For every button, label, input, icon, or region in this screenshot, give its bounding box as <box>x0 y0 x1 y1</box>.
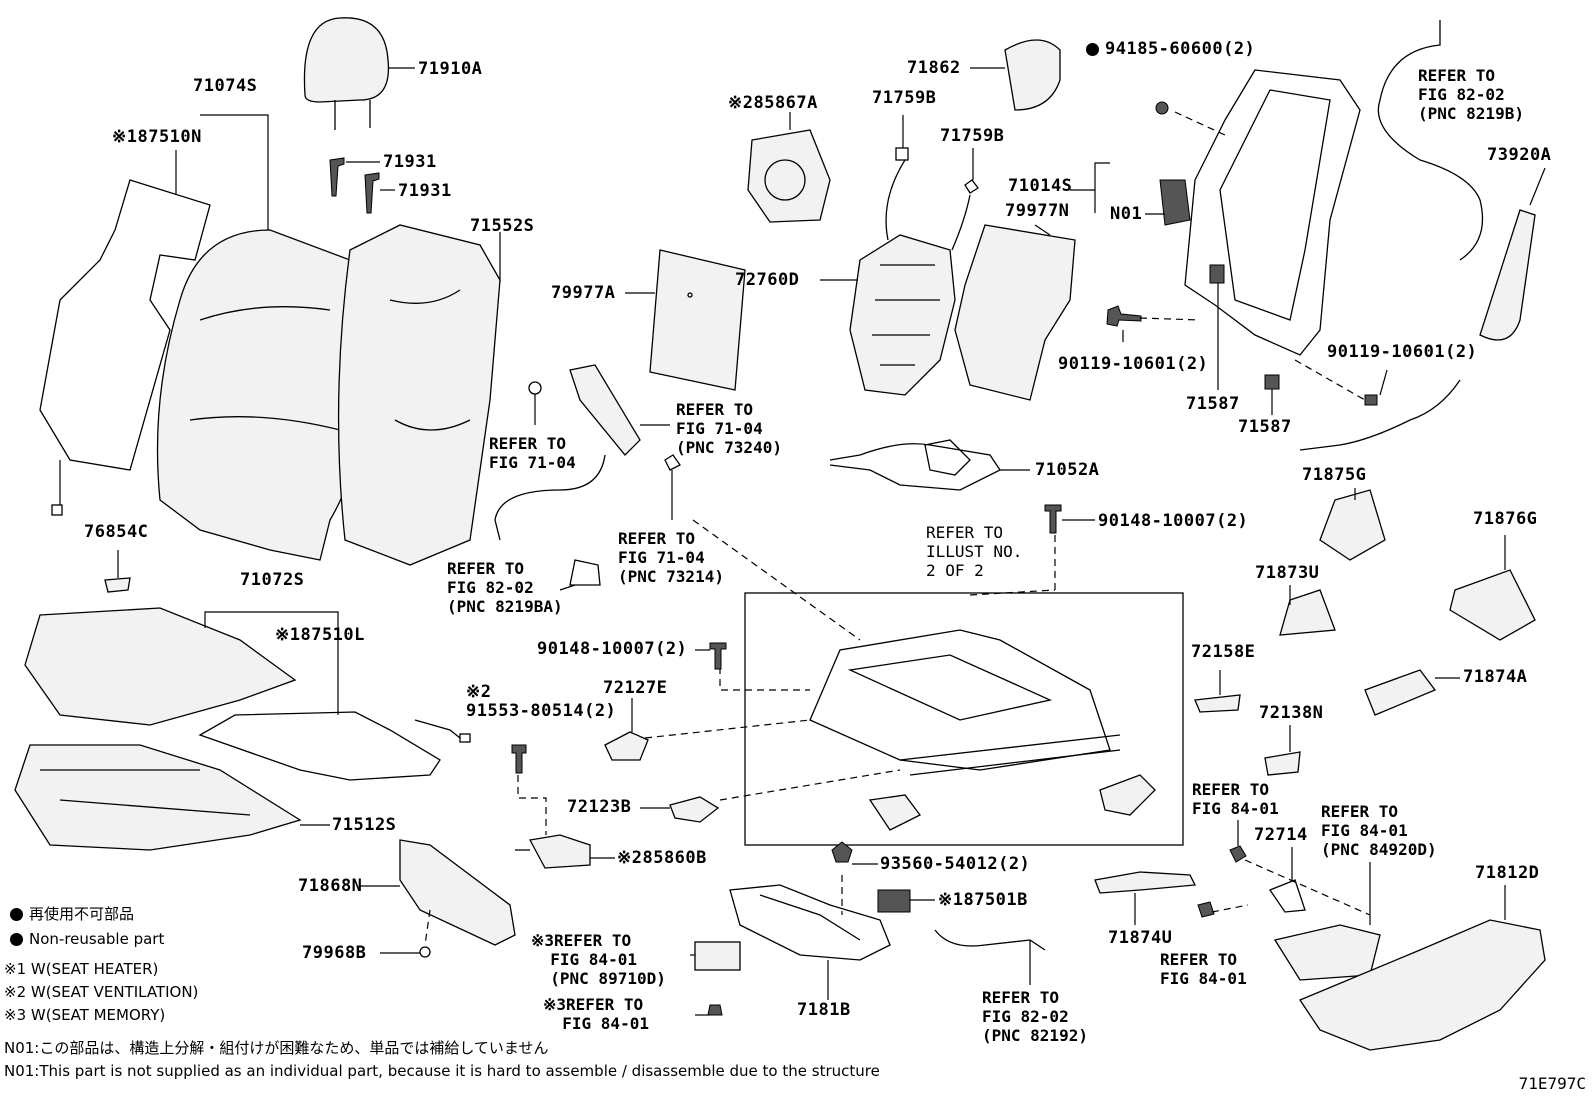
part-label: 7181B <box>797 1000 851 1020</box>
reference-note: REFER TO FIG 82-02 (PNC 8219B) <box>1418 66 1524 123</box>
part-label: 90119-10601(2) <box>1058 354 1209 374</box>
part-label: 90119-10601(2) <box>1327 342 1478 362</box>
part-label: ※285860B <box>617 848 707 868</box>
part-label: 71052A <box>1035 460 1100 480</box>
note-n01-en: N01:This part is not supplied as an indi… <box>4 1062 880 1080</box>
lumbar-support-drawing <box>820 115 979 396</box>
part-label: 72714 <box>1254 825 1308 845</box>
lower-frame-drawing <box>690 841 891 1016</box>
part-label: 71875G <box>1302 465 1367 485</box>
legend-nonreusable-en: Non-reusable part <box>10 930 164 948</box>
part-label: 90148-10007(2) <box>1098 511 1249 531</box>
back-pad-drawing <box>954 224 1076 401</box>
part-label: 71072S <box>240 570 305 590</box>
part-label: 72127E <box>603 678 668 698</box>
part-label: 71759B <box>872 88 937 108</box>
reference-note: REFER TO FIG 84-01 <box>1160 950 1247 988</box>
part-label: 71868N <box>298 876 363 896</box>
part-label: 71931 <box>383 152 437 172</box>
covers-72127E-72123B-drawing <box>604 698 720 823</box>
part-label: 71931 <box>398 181 452 201</box>
seat-track-box <box>644 519 1184 846</box>
part-label: 79968B <box>302 943 367 963</box>
nonreusable-dot-icon <box>1086 43 1099 56</box>
seatback-cover-drawing <box>156 114 374 561</box>
headrest-drawing <box>303 17 415 130</box>
part-label: 72158E <box>1191 642 1256 662</box>
part-label: 71759B <box>940 126 1005 146</box>
reference-note: REFER TO FIG 84-01 (PNC 84920D) <box>1321 802 1437 859</box>
legend-w2: ※2 W(SEAT VENTILATION) <box>4 983 199 1001</box>
part-label: 71862 <box>907 58 961 78</box>
reference-note: ※3REFER TO FIG 84-01 <box>543 995 649 1033</box>
part-label: 91553-80514(2) <box>466 701 617 721</box>
seat-harness-drawing <box>829 439 1030 491</box>
part-label: ※187510L <box>275 625 365 645</box>
legend-w1: ※1 W(SEAT HEATER) <box>4 960 159 978</box>
reference-note: REFER TO ILLUST NO. 2 OF 2 <box>926 523 1023 580</box>
bolts-90119-drawing <box>1106 305 1388 406</box>
part-label: 76854C <box>84 522 149 542</box>
ventilation-fan-drawing <box>747 112 831 223</box>
nonreusable-dot-icon <box>10 908 23 921</box>
clip-76854C-drawing <box>104 550 131 593</box>
trim-cap-drawing <box>970 39 1061 111</box>
legend-nonreusable-jp: 再使用不可部品 <box>10 905 134 923</box>
cushion-heater-drawing <box>198 711 471 781</box>
part-label: 71874A <box>1463 667 1528 687</box>
part-label: 94185-60600(2) <box>1086 40 1255 59</box>
part-label: 72138N <box>1259 703 1324 723</box>
part-label: 79977A <box>551 283 616 303</box>
part-label: 71587 <box>1238 417 1292 437</box>
bolts-90148-drawing <box>695 504 1095 670</box>
part-label: 93560-54012(2) <box>880 854 1031 874</box>
part-label: ※285867A <box>728 93 818 113</box>
part-label: 79977N <box>1005 201 1070 221</box>
part-label: 71876G <box>1473 509 1538 529</box>
control-unit-87501B-drawing <box>877 889 1046 985</box>
part-label: 71587 <box>1186 394 1240 414</box>
cushion-cover-drawing <box>24 607 339 726</box>
part-label: ※187501B <box>938 890 1028 910</box>
part-label: 72123B <box>567 797 632 817</box>
note-n01-jp: N01:この部品は、構造上分解・組付けが困難なため、単品では補給していません <box>4 1039 549 1057</box>
right-side-parts-drawing <box>1094 488 1546 1051</box>
illustration-code: 71E797C <box>1518 1074 1586 1093</box>
trim-71868N-drawing <box>360 839 516 958</box>
reference-note: ※3REFER TO FIG 84-01 (PNC 89710D) <box>531 931 666 988</box>
seatback-pad-drawing <box>337 224 501 566</box>
clips-71587-drawing <box>1209 264 1280 415</box>
part-label: ※187510N <box>112 127 202 147</box>
part-label: 71874U <box>1108 928 1173 948</box>
reference-note: REFER TO FIG 84-01 <box>1192 780 1279 818</box>
bolt-drawing <box>329 157 395 214</box>
part-label: 71512S <box>332 815 397 835</box>
fan-85860B-drawing <box>511 744 615 869</box>
part-label: 72760D <box>735 270 800 290</box>
part-label: 71552S <box>470 216 535 236</box>
part-label: 71812D <box>1475 863 1540 883</box>
nonreusable-dot-icon <box>10 933 23 946</box>
part-label: 71873U <box>1255 563 1320 583</box>
part-label: 71014S <box>1008 176 1073 196</box>
buckle-drawing <box>494 364 681 591</box>
reference-note: REFER TO FIG 82-02 (PNC 8219BA) <box>447 559 563 616</box>
back-board-drawing <box>625 249 746 391</box>
reference-note: REFER TO FIG 71-04 <box>489 434 576 472</box>
part-label: 73920A <box>1487 145 1552 165</box>
harness-73920A-drawing <box>1299 20 1546 451</box>
part-label: ※2 <box>466 682 492 702</box>
part-label: N01 <box>1110 204 1143 224</box>
part-label: 90148-10007(2) <box>537 639 688 659</box>
reference-note: REFER TO FIG 82-02 (PNC 82192) <box>982 988 1088 1045</box>
reference-note: REFER TO FIG 71-04 (PNC 73214) <box>618 529 724 586</box>
part-label: 71074S <box>193 76 258 96</box>
reference-note: REFER TO FIG 71-04 (PNC 73240) <box>676 400 782 457</box>
part-label: 71910A <box>418 59 483 79</box>
seatback-frame-drawing <box>1070 69 1361 356</box>
heater-pad-drawing <box>39 150 211 516</box>
cushion-pad-drawing <box>14 744 330 851</box>
legend-w3: ※3 W(SEAT MEMORY) <box>4 1006 166 1024</box>
